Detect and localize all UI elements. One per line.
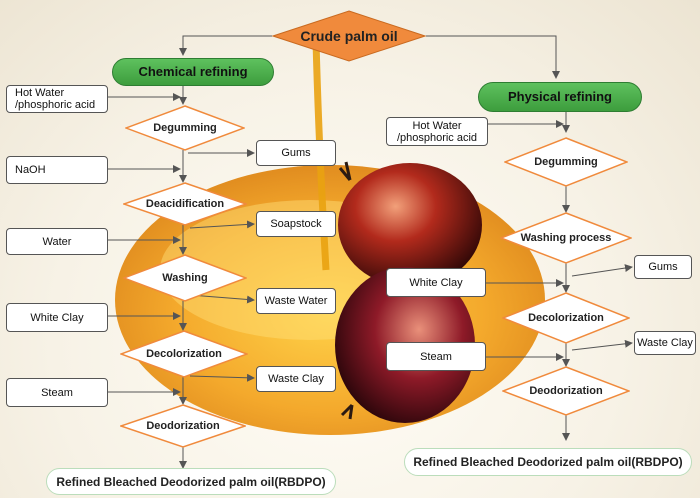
phys-step-washing-process: Washing process: [500, 212, 632, 264]
chem-output-waste-clay: Waste Clay: [256, 366, 336, 392]
chem-step-label: Deacidification: [145, 198, 225, 210]
chem-step-degumming: Degumming: [125, 105, 245, 151]
phys-input-hot-water: Hot Water /phosphoric acid: [386, 117, 488, 146]
chem-output-waste-water: Waste Water: [256, 288, 336, 314]
phys-step-degumming: Degumming: [504, 137, 628, 187]
chem-step-deodorization: Deodorization: [120, 404, 246, 448]
fruit-stem-2: [340, 403, 354, 420]
crude-palm-oil-node: Crude palm oil: [272, 10, 426, 62]
chem-input-white-clay: White Clay: [6, 303, 108, 332]
diamond-shape-icon: [272, 10, 426, 62]
palm-fruit-back: [338, 163, 482, 287]
diamond-shape-icon: [120, 404, 246, 448]
phys-step-label: Washing process: [520, 232, 612, 244]
chem-step-decolorization: Decolorization: [120, 330, 248, 378]
phys-step-decolorization: Decolorization: [502, 292, 630, 344]
chem-input-water: Water: [6, 228, 108, 255]
phys-step-label: Decolorization: [528, 312, 604, 324]
phys-output-gums: Gums: [634, 255, 692, 279]
chem-input-naoh: NaOH: [6, 156, 108, 184]
phys-input-steam: Steam: [386, 342, 486, 371]
crude-palm-oil-label: Crude palm oil: [300, 28, 398, 44]
diamond-shape-icon: [123, 254, 247, 302]
chem-result-rbdpo: Refined Bleached Deodorized palm oil(RBD…: [46, 468, 336, 495]
phys-step-label: Degumming: [534, 156, 598, 168]
phys-step-deodorization: Deodorization: [502, 366, 630, 416]
diamond-shape-icon: [504, 137, 628, 187]
chem-input-steam: Steam: [6, 378, 108, 407]
diamond-shape-icon: [502, 292, 630, 344]
phys-output-waste-clay: Waste Clay: [634, 331, 696, 355]
chem-step-washing: Washing: [123, 254, 247, 302]
physical-refining-title: Physical refining: [478, 82, 642, 112]
chem-output-gums: Gums: [256, 140, 336, 166]
chem-step-label: Degumming: [153, 122, 217, 134]
chemical-refining-title: Chemical refining: [112, 58, 274, 86]
diamond-shape-icon: [500, 212, 632, 264]
phys-step-label: Deodorization: [529, 385, 603, 397]
diamond-shape-icon: [502, 366, 630, 416]
diamond-shape-icon: [125, 105, 245, 151]
chem-step-label: Washing: [162, 272, 208, 284]
chem-step-label: Deodorization: [146, 420, 220, 432]
diamond-shape-icon: [123, 182, 247, 226]
diamond-shape-icon: [120, 330, 248, 378]
chem-step-deacidification: Deacidification: [123, 182, 247, 226]
phys-result-rbdpo: Refined Bleached Deodorized palm oil(RBD…: [404, 448, 692, 476]
chem-output-soapstock: Soapstock: [256, 211, 336, 237]
chem-input-hot-water: Hot Water /phosphoric acid: [6, 85, 108, 113]
phys-input-white-clay: White Clay: [386, 268, 486, 297]
fruit-stem-1: [338, 161, 352, 181]
chem-step-label: Decolorization: [146, 348, 222, 360]
